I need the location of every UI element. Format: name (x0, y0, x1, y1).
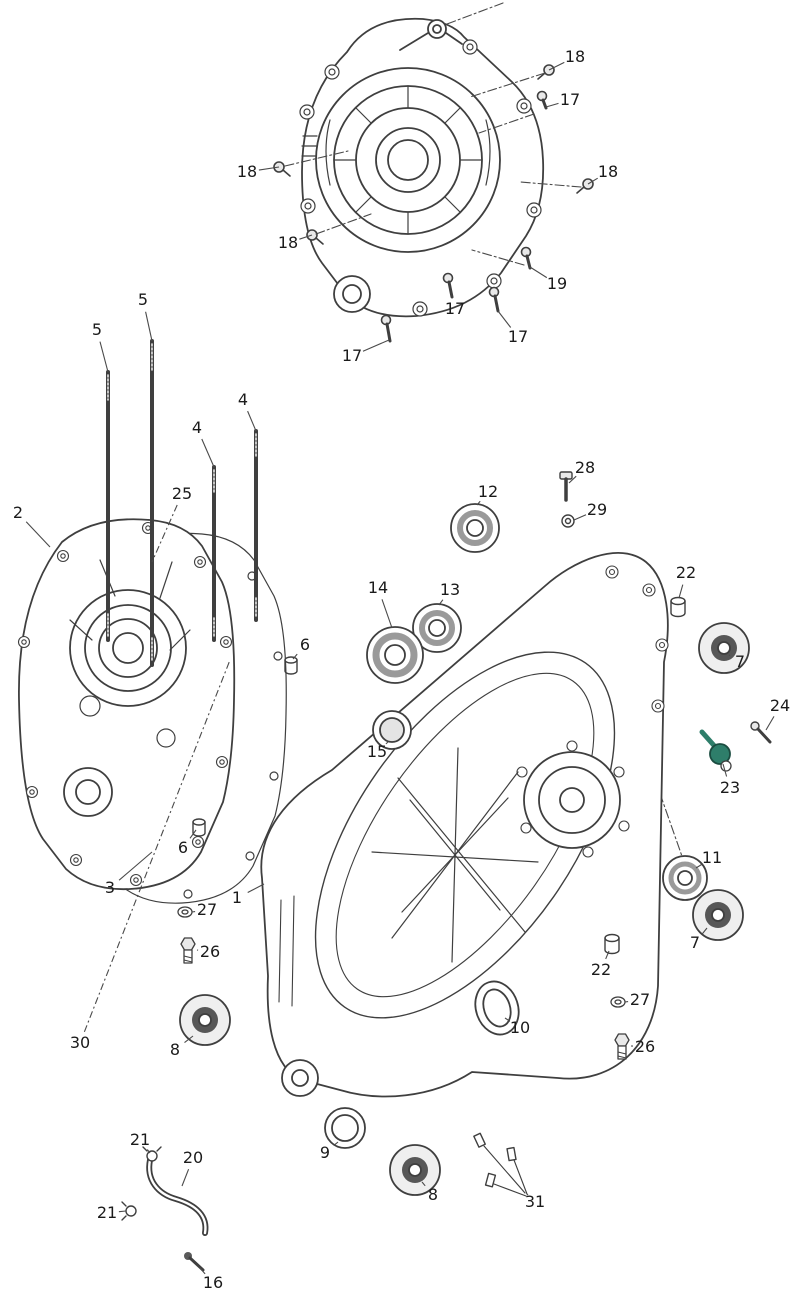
callout-label-17: 17 (559, 90, 581, 109)
callout-label-30: 30 (69, 1033, 91, 1052)
callout-label-19: 19 (546, 274, 568, 293)
callout-label-8: 8 (169, 1040, 181, 1059)
studs-art (106, 339, 258, 667)
callout-label-21: 21 (129, 1130, 151, 1149)
roller-7-lower-art (692, 889, 744, 941)
nut-27-left-art (177, 906, 193, 918)
callout-label-10: 10 (509, 1018, 531, 1037)
callout-label-8: 8 (427, 1185, 439, 1204)
callout-label-4: 4 (237, 390, 249, 409)
callout-label-23: 23 (719, 778, 741, 797)
callout-label-17: 17 (507, 327, 529, 346)
roller-8-left-art (179, 994, 231, 1046)
callout-label-6: 6 (299, 635, 311, 654)
cover-fasteners-art (273, 64, 594, 343)
bush-9-art (324, 1107, 366, 1149)
bearing-11-art (662, 855, 708, 901)
roller-8-right-art (389, 1144, 441, 1196)
dowel-pin-22-lower-art (604, 933, 620, 955)
breather-pipe-20-art (146, 1157, 209, 1236)
callout-label-27: 27 (196, 900, 218, 919)
callout-label-20: 20 (182, 1148, 204, 1167)
callout-label-5: 5 (91, 320, 103, 339)
callout-label-13: 13 (439, 580, 461, 599)
callout-label-21: 21 (96, 1203, 118, 1222)
callout-label-22: 22 (590, 960, 612, 979)
dowel-pin-22-upper-art (670, 596, 686, 618)
callout-label-14: 14 (367, 578, 389, 597)
crankcase-cover-art (299, 17, 545, 318)
bolt-26-right-art (614, 1033, 630, 1060)
callout-label-22: 22 (675, 563, 697, 582)
washer-29-art (561, 514, 575, 528)
bolt-26-left-art (180, 937, 196, 964)
callout-label-27: 27 (629, 990, 651, 1009)
clamp-21-lower-art (121, 1201, 137, 1221)
callout-label-15: 15 (366, 742, 388, 761)
clips-31-art (473, 1132, 528, 1197)
dowel-pin-6-upper-art (284, 656, 298, 675)
bolt-28-art (559, 471, 573, 502)
callout-label-18: 18 (597, 162, 619, 181)
callout-label-18: 18 (564, 47, 586, 66)
bearing-13-art (412, 603, 462, 653)
nut-27-right-art (610, 996, 626, 1008)
clamp-21-upper-art (142, 1146, 162, 1162)
left-crankcase-art (260, 552, 669, 1098)
callout-label-2: 2 (12, 503, 24, 522)
callout-label-31: 31 (524, 1192, 546, 1211)
bolt-24-art (750, 721, 772, 744)
callout-label-4: 4 (191, 418, 203, 437)
bearing-12-art (450, 503, 500, 553)
callout-label-26: 26 (634, 1037, 656, 1056)
callout-label-3: 3 (104, 878, 116, 897)
callout-label-6: 6 (177, 838, 189, 857)
callout-label-7: 7 (689, 933, 701, 952)
callout-label-24: 24 (769, 696, 791, 715)
callout-label-29: 29 (586, 500, 608, 519)
callout-label-12: 12 (477, 482, 499, 501)
callout-label-1: 1 (231, 888, 243, 907)
callout-label-5: 5 (137, 290, 149, 309)
callout-label-28: 28 (574, 458, 596, 477)
callout-label-17: 17 (444, 299, 466, 318)
drain-cock-23-art (699, 729, 732, 772)
roller-7-upper-art (698, 622, 750, 674)
callout-label-16: 16 (202, 1273, 224, 1292)
callout-label-18: 18 (277, 233, 299, 252)
callout-label-11: 11 (701, 848, 723, 867)
callout-label-18: 18 (236, 162, 258, 181)
callout-label-7: 7 (734, 652, 746, 671)
callout-label-25: 25 (171, 484, 193, 503)
callout-label-17: 17 (341, 346, 363, 365)
callout-label-9: 9 (319, 1143, 331, 1162)
screw-16-art (184, 1252, 205, 1272)
callout-label-26: 26 (199, 942, 221, 961)
bush-15-art (372, 710, 412, 750)
right-crankcase-half-art (17, 518, 236, 891)
bearing-14-art (366, 626, 424, 684)
